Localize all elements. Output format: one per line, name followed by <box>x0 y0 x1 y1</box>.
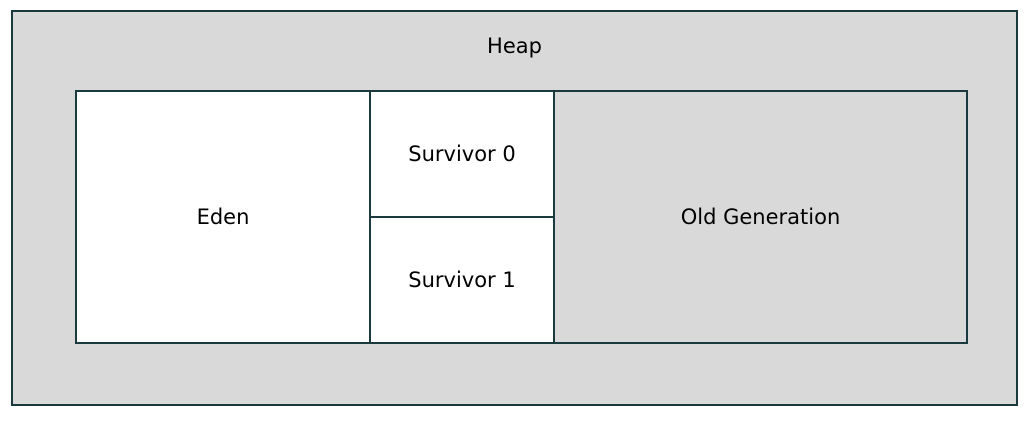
eden-label: Eden <box>196 205 250 229</box>
survivor-0-region: Survivor 0 <box>369 90 555 218</box>
survivor-0-label: Survivor 0 <box>408 142 516 166</box>
heap-label: Heap <box>487 34 542 58</box>
eden-region: Eden <box>75 90 371 344</box>
survivor-1-region: Survivor 1 <box>369 216 555 344</box>
old-generation-label: Old Generation <box>680 205 841 229</box>
old-generation-region: Old Generation <box>553 90 968 344</box>
survivor-1-label: Survivor 1 <box>408 268 516 292</box>
